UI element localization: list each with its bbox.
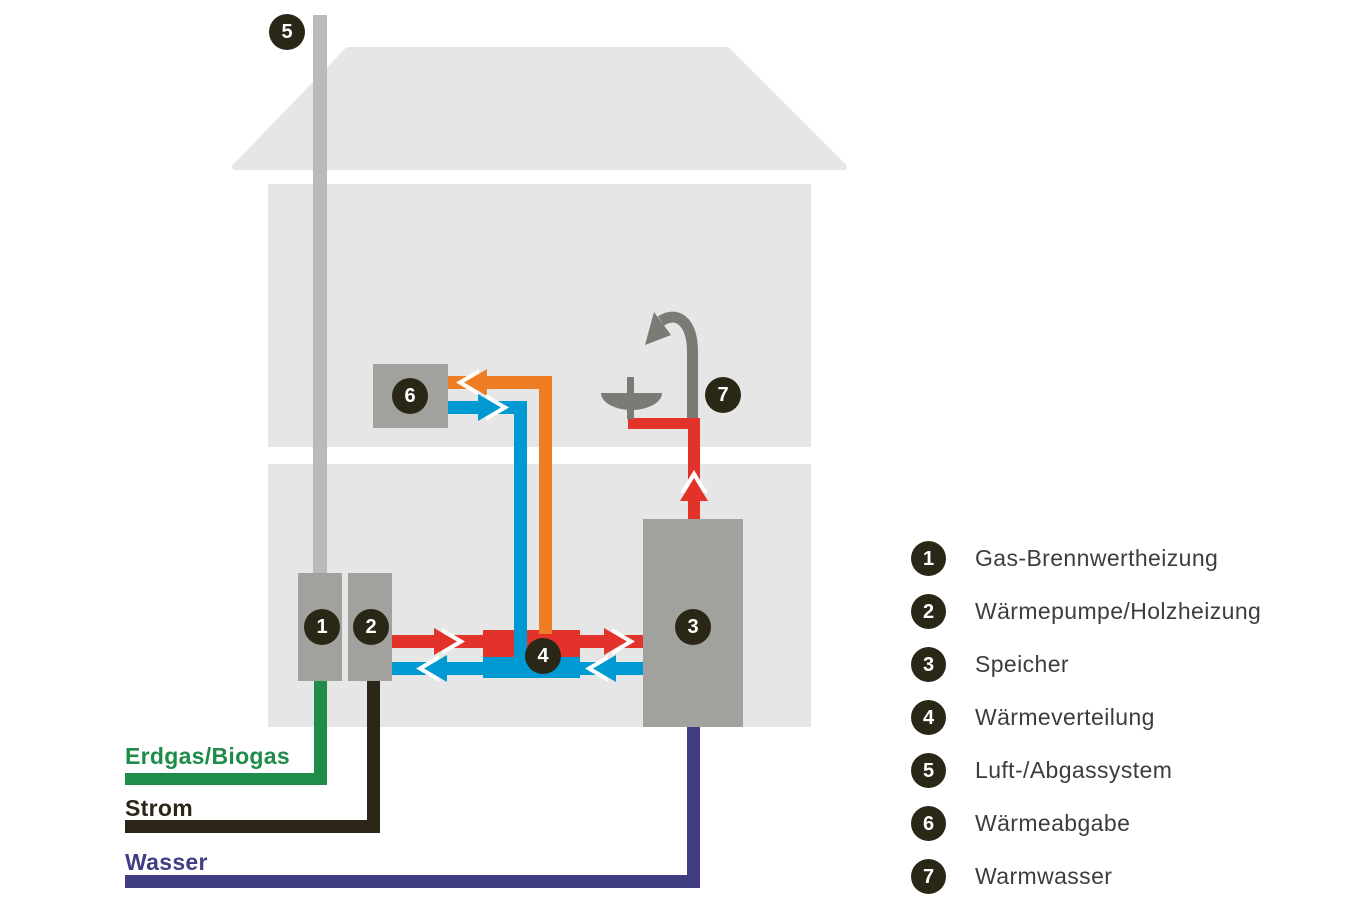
shower-pipe — [657, 311, 698, 418]
washbasin-bowl — [601, 393, 662, 410]
legend-item-gas-boiler: 1 Gas-Brennwertheizung — [911, 541, 1261, 576]
legend-item-storage-tank: 3 Speicher — [911, 647, 1261, 682]
legend-item-heat-distribution: 4 Wärmeverteilung — [911, 700, 1261, 735]
house-roof — [232, 47, 847, 170]
flow-arrow-right-icon — [604, 628, 627, 655]
legend-badge: 7 — [911, 859, 946, 894]
legend-badge: 5 — [911, 753, 946, 788]
legend-label: Wärmeabgabe — [975, 810, 1131, 836]
flue-pipe — [313, 15, 327, 574]
badge-radiator: 6 — [392, 378, 428, 414]
badge-heat-distribution: 4 — [525, 638, 561, 674]
gas-supply-pipe — [125, 681, 327, 785]
radiator-return-riser — [514, 401, 527, 657]
radiator-return-arrow-icon — [478, 394, 501, 421]
legend-item-radiator: 6 Wärmeabgabe — [911, 806, 1261, 841]
legend-label: Luft-/Abgassystem — [975, 757, 1173, 783]
legend-item-flue-system: 5 Luft-/Abgassystem — [911, 753, 1261, 788]
badge-flue-system: 5 — [269, 14, 305, 50]
return-arrow-left-icon — [593, 655, 616, 682]
legend-label: Gas-Brennwertheizung — [975, 545, 1219, 571]
water-supply-label: Wasser — [125, 849, 208, 875]
legend-badge: 3 — [911, 647, 946, 682]
hot-water-arrow-up-icon — [680, 478, 708, 501]
legend-item-warm-water: 7 Warmwasser — [911, 859, 1261, 894]
electricity-supply-pipe — [125, 681, 380, 833]
water-supply-pipe — [125, 727, 700, 888]
shower-head-icon — [645, 312, 671, 345]
legend-label: Wärmeverteilung — [975, 704, 1155, 730]
hot-water-pipe — [628, 418, 700, 429]
legend-label: Wärmepumpe/Holzheizung — [975, 598, 1262, 624]
return-arrow-left-icon — [424, 655, 447, 682]
legend: 1 Gas-Brennwertheizung 2 Wärmepumpe/Holz… — [911, 541, 1261, 912]
legend-badge: 1 — [911, 541, 946, 576]
badge-storage-tank: 3 — [675, 609, 711, 645]
radiator-flow-arrow-icon — [464, 369, 487, 396]
legend-badge: 2 — [911, 594, 946, 629]
flow-arrows — [416, 369, 708, 682]
radiator-flow-riser — [539, 376, 552, 634]
legend-label: Warmwasser — [975, 863, 1113, 889]
badge-warm-water: 7 — [705, 377, 741, 413]
flow-arrow-right-icon — [434, 628, 457, 655]
legend-label: Speicher — [975, 651, 1069, 677]
electricity-supply-label: Strom — [125, 795, 193, 821]
badge-heat-pump: 2 — [353, 609, 389, 645]
legend-badge: 6 — [911, 806, 946, 841]
legend-badge: 4 — [911, 700, 946, 735]
badge-gas-boiler: 1 — [304, 609, 340, 645]
legend-item-heat-pump: 2 Wärmepumpe/Holzheizung — [911, 594, 1261, 629]
gas-supply-label: Erdgas/Biogas — [125, 743, 290, 769]
